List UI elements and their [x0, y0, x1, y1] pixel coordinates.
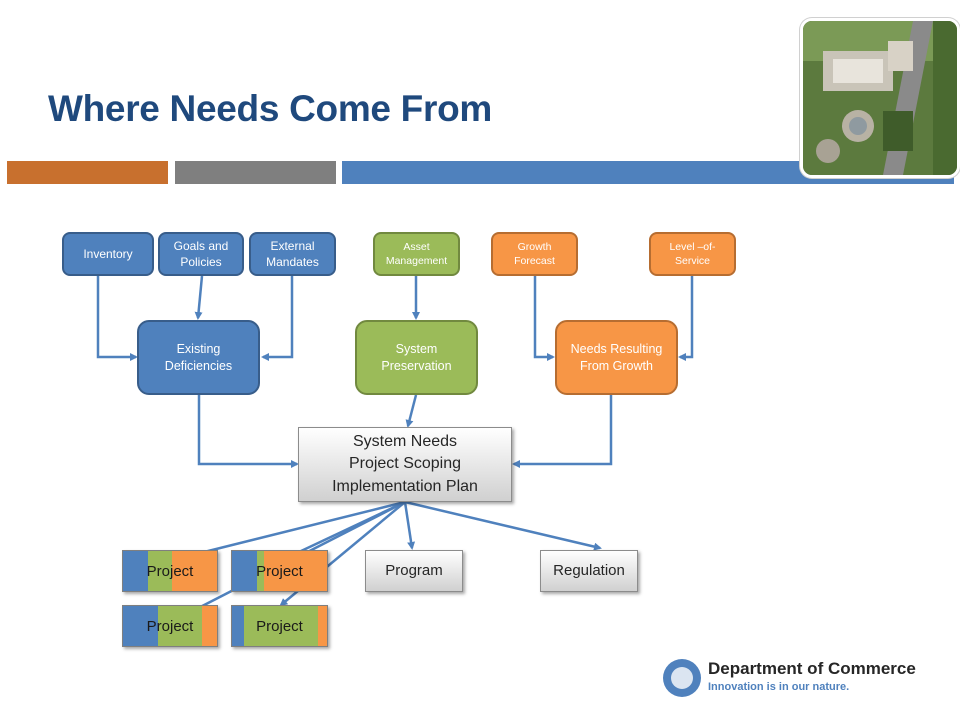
goals-policies-box: Goals and Policies: [158, 232, 244, 276]
project-box-2: Project: [231, 550, 328, 592]
project-box-3: Project: [122, 605, 218, 647]
project-box-4: Project: [231, 605, 328, 647]
external-mandates-box: External Mandates: [249, 232, 336, 276]
needs-from-growth-box: Needs Resulting From Growth: [555, 320, 678, 395]
accent-bar-orange: [7, 161, 168, 184]
logo-name: Department of Commerce: [708, 659, 916, 678]
regulation-box: Regulation: [540, 550, 638, 592]
logo-tagline: Innovation is in our nature.: [708, 681, 850, 693]
project-box-1: Project: [122, 550, 218, 592]
existing-deficiencies-box: Existing Deficiencies: [137, 320, 260, 395]
page-title: Where Needs Come From: [48, 88, 492, 129]
program-box: Program: [365, 550, 463, 592]
system-preservation-box: System Preservation: [355, 320, 478, 395]
level-of-service-box: Level –of- Service: [649, 232, 736, 276]
aerial-facility-photo: [800, 18, 960, 178]
system-needs-box: System Needs Project Scoping Implementat…: [298, 427, 512, 502]
growth-forecast-box: Growth Forecast: [491, 232, 578, 276]
accent-bar-gray: [175, 161, 336, 184]
state-seal-icon: [663, 659, 701, 697]
commerce-logo: Department of Commerce Innovation is in …: [663, 657, 923, 699]
asset-management-box: Asset Management: [373, 232, 460, 276]
inventory-box: Inventory: [62, 232, 154, 276]
